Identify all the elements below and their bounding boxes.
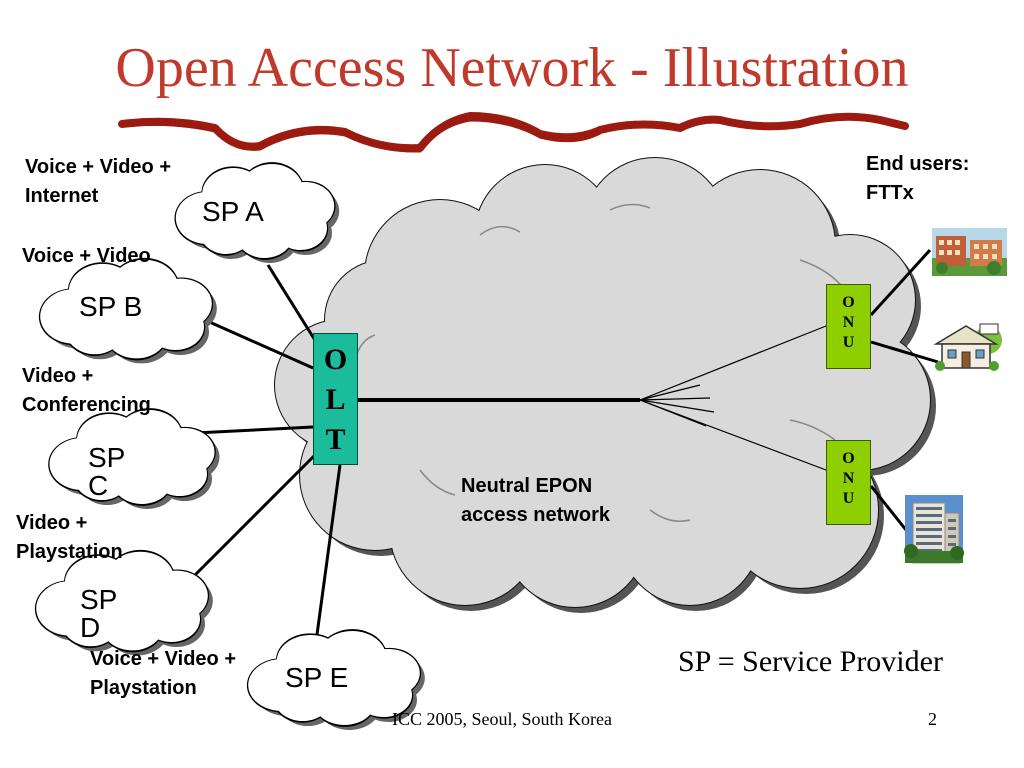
sp-c-services: Video + Conferencing: [22, 362, 151, 420]
onu-box-2: O N U: [826, 440, 871, 525]
footer-text: ICC 2005, Seoul, South Korea: [392, 709, 612, 729]
optical-splitter: [639, 325, 827, 471]
link-onu-2-building: [869, 485, 912, 536]
olt-box: O L T: [313, 333, 358, 465]
onu-1-letter-o: O: [842, 294, 855, 311]
sp-b-services: Voice + Video: [22, 242, 151, 271]
onu-box-1: O N U: [826, 284, 871, 369]
sp-a-service-line1: Voice + Video +: [25, 156, 171, 178]
olt-letter-l: L: [325, 383, 346, 416]
olt-letter-o: O: [323, 343, 348, 376]
house-icon: [933, 323, 1002, 371]
sp-d-service-line1: Video +: [16, 512, 88, 534]
end-users-line2: FTTx: [866, 182, 914, 204]
link-sp-c-olt: [194, 425, 314, 435]
link-sp-b-olt: [204, 318, 314, 370]
sp-e-service-line1: Voice + Video +: [90, 648, 236, 670]
sp-a-services: Voice + Video + Internet: [25, 153, 171, 211]
legend-text: SP = Service Provider: [678, 645, 943, 678]
apartment-complex-icon: [932, 228, 1007, 276]
sp-b-label: SP B: [79, 291, 143, 322]
sp-a-label: SP A: [202, 196, 264, 227]
onu-1-letter-n: N: [842, 314, 855, 331]
link-sp-a-olt: [266, 264, 320, 346]
onu-2-letter-o: O: [842, 450, 855, 467]
end-users-line1: End users:: [866, 153, 970, 175]
sp-e-label: SP E: [285, 662, 349, 693]
sp-c-service-line1: Video +: [22, 365, 94, 387]
onu-2-letter-n: N: [842, 470, 855, 487]
sp-b-service-line1: Voice + Video: [22, 245, 151, 267]
sp-d-service-line2: Playstation: [16, 541, 123, 563]
sp-a-service-line2: Internet: [25, 185, 99, 207]
olt-letter-t: T: [325, 423, 346, 456]
link-sp-d-olt: [188, 448, 322, 582]
onu-2-letter-u: U: [842, 490, 855, 507]
title-underline: [118, 112, 909, 153]
sp-d-label-line1: SP: [80, 584, 118, 615]
sp-c-label: SP C: [88, 441, 125, 503]
network-label-line2: access network: [461, 504, 610, 526]
sp-d-services: Video + Playstation: [16, 509, 123, 567]
onu-1-letter-u: U: [842, 334, 855, 351]
link-onu-1-apartments: [869, 248, 932, 317]
sp-c-label-line1: SP: [88, 442, 126, 473]
slide-title: Open Access Network - Illustration: [115, 37, 909, 99]
page-number: 2: [928, 709, 937, 729]
sp-c-service-line2: Conferencing: [22, 394, 151, 416]
network-label: Neutral EPON access network: [461, 472, 610, 530]
epon-cloud: [275, 158, 930, 607]
sp-c-cloud: [48, 408, 220, 509]
sp-c-label-line2: C: [88, 470, 109, 501]
sp-d-label: SP D: [80, 583, 117, 645]
high-rise-building-icon: [904, 495, 964, 564]
sp-e-service-line2: Playstation: [90, 677, 197, 699]
link-onu-1-house: [870, 340, 939, 364]
link-sp-e-olt: [314, 464, 342, 643]
end-users-label: End users: FTTx: [866, 150, 969, 208]
network-label-line1: Neutral EPON: [461, 475, 593, 497]
sp-d-label-line2: D: [80, 612, 101, 643]
sp-e-services: Voice + Video + Playstation: [90, 645, 236, 703]
